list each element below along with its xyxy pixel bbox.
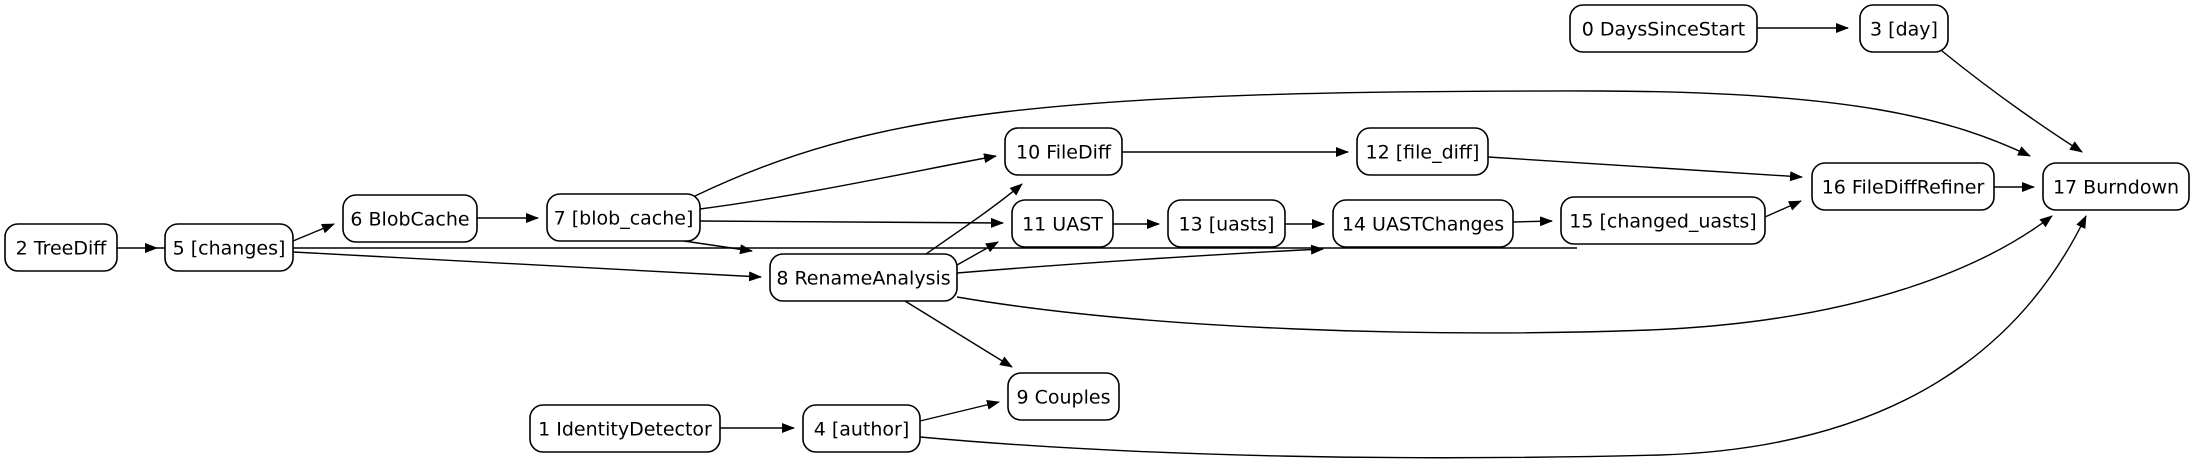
node-label: 10 FileDiff (1016, 142, 1112, 164)
node-15-changed-uasts: 15 [changed_uasts] (1560, 196, 1766, 245)
node-box (1811, 162, 1995, 211)
node-14-uastchanges: 14 UASTChanges (1332, 199, 1514, 248)
node-label: 8 RenameAnalysis (776, 268, 950, 290)
node-label: 3 [day] (1870, 19, 1938, 41)
node-label: 4 [author] (814, 419, 910, 441)
node-5-changes: 5 [changes] (164, 223, 294, 272)
edge-4-to-9 (919, 399, 1000, 422)
node-9-couples: 9 Couples (1007, 372, 1120, 421)
node-8-renameanalysis: 8 RenameAnalysis (769, 253, 958, 302)
node-label: 12 [file_diff] (1366, 142, 1480, 164)
node-label: 11 UAST (1022, 214, 1103, 236)
node-label: 2 TreeDiff (16, 238, 108, 260)
node-label: 15 [changed_uasts] (1569, 211, 1756, 233)
node-box (1569, 4, 1758, 53)
node-2-treediff: 2 TreeDiff (4, 223, 118, 272)
edge-8-to-9 (904, 300, 1013, 368)
node-16-filediffrefiner: 16 FileDiffRefiner (1811, 162, 1995, 211)
node-box (1011, 199, 1114, 248)
edge-15-to-16 (1764, 200, 1802, 218)
node-box (1167, 199, 1286, 248)
node-label: 7 [blob_cache] (554, 208, 694, 230)
node-box (1560, 196, 1766, 245)
edge-14-to-15 (1512, 216, 1553, 227)
edge-7-to-11 (699, 217, 1004, 228)
node-label: 14 UASTChanges (1342, 214, 1504, 236)
edge-8-to-11 (956, 241, 999, 266)
node-3-day: 3 [day] (1859, 4, 1949, 53)
node-label: 13 [uasts] (1179, 214, 1275, 236)
edge-5-to-6 (292, 223, 335, 242)
node-10-filediff: 10 FileDiff (1004, 127, 1123, 176)
node-4-author: 4 [author] (802, 404, 921, 453)
edge-7-to-17 (694, 90, 2031, 197)
edge-8-to-10 (925, 183, 1023, 255)
edge-8-to-14 (956, 244, 1324, 274)
node-1-identitydetector: 1 IdentityDetector (529, 404, 721, 453)
node-11-uast: 11 UAST (1011, 199, 1114, 248)
edge-7-to-8 (683, 240, 753, 255)
node-box (342, 194, 478, 243)
node-box (164, 223, 294, 272)
edge-12-to-16 (1487, 156, 1803, 182)
node-label: 16 FileDiffRefiner (1822, 177, 1985, 199)
node-box (1004, 127, 1123, 176)
node-box (529, 404, 721, 453)
node-box (1859, 4, 1949, 53)
node-label: 1 IdentityDetector (538, 419, 712, 441)
node-label: 9 Couples (1017, 387, 1111, 409)
node-12-file-diff: 12 [file_diff] (1356, 127, 1489, 176)
node-box (1332, 199, 1514, 248)
edge-5-to-8 (292, 251, 762, 282)
node-7-blob-cache: 7 [blob_cache] (546, 193, 701, 242)
node-label: 6 BlobCache (350, 209, 469, 231)
node-box (769, 253, 958, 302)
node-17-burndown: 17 Burndown (2042, 162, 2190, 211)
node-label: 17 Burndown (2053, 177, 2179, 199)
node-box (802, 404, 921, 453)
node-0-dayssincestart: 0 DaysSinceStart (1569, 4, 1758, 53)
node-13-uasts: 13 [uasts] (1167, 199, 1286, 248)
node-label: 5 [changes] (173, 238, 286, 260)
node-6-blobcache: 6 BlobCache (342, 194, 478, 243)
edge-4-to-17 (919, 215, 2087, 459)
edge-7-to-10 (699, 153, 997, 210)
node-box (2042, 162, 2190, 211)
node-box (1356, 127, 1489, 176)
node-label: 0 DaysSinceStart (1582, 19, 1745, 41)
node-box (4, 223, 118, 272)
node-box (1007, 372, 1120, 421)
node-box (546, 193, 701, 242)
edge-8-to-17 (956, 215, 2053, 334)
edge-3-to-17 (1941, 50, 2083, 153)
